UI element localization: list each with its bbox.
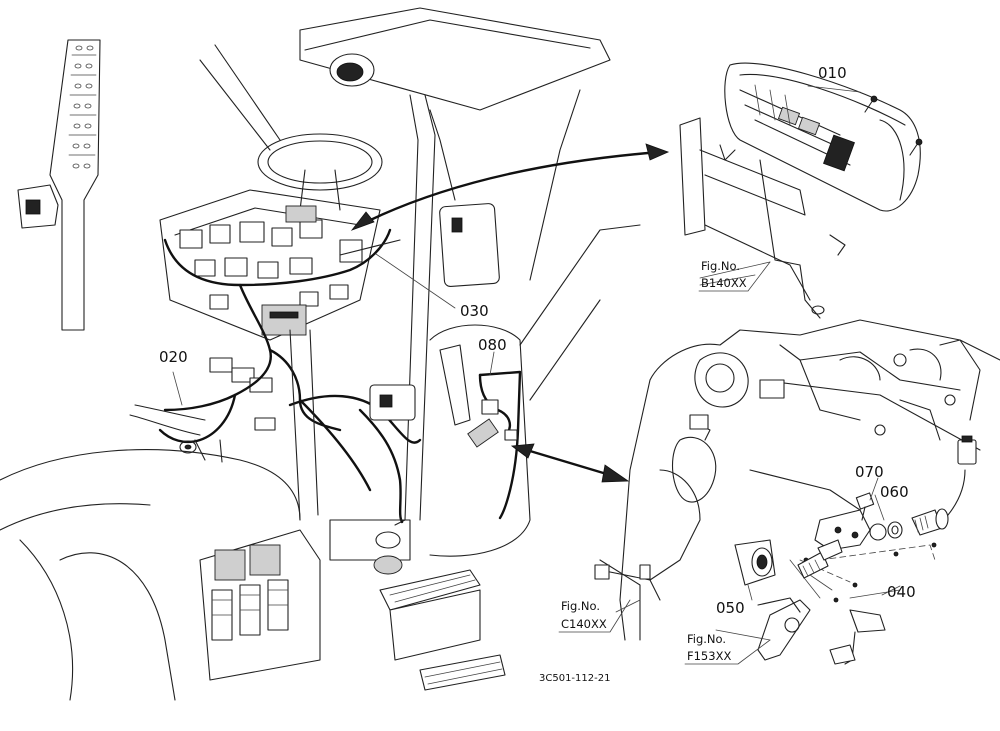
callout-arrows bbox=[350, 143, 670, 483]
shaft-050 bbox=[734, 539, 776, 586]
svg-text:C140XX: C140XX bbox=[561, 617, 607, 631]
svg-text:F153XX: F153XX bbox=[687, 649, 731, 663]
sensor-bracket bbox=[814, 509, 887, 551]
svg-text:B140XX: B140XX bbox=[701, 276, 747, 290]
part-label-080: 080 bbox=[478, 336, 507, 354]
figure-ref-f153xx: Fig.No. F153XX bbox=[684, 632, 771, 665]
cab-steps bbox=[379, 569, 506, 691]
leader-lines bbox=[172, 85, 901, 641]
wiring-harness bbox=[129, 228, 522, 524]
part-label-020: 020 bbox=[159, 348, 188, 366]
part-label-050: 050 bbox=[716, 599, 745, 617]
side-lamp bbox=[17, 184, 59, 229]
rear-lamp bbox=[369, 384, 416, 421]
instrument-panel-drawing bbox=[679, 62, 923, 319]
part-label-010: 010 bbox=[818, 64, 847, 82]
speed-sensor-040 bbox=[911, 435, 977, 536]
drawing-code: 3C501-112-21 bbox=[539, 673, 610, 684]
washer-060 bbox=[887, 521, 903, 539]
lever-assembly bbox=[757, 597, 886, 665]
exhaust-pipe bbox=[49, 39, 101, 331]
tractor-cab-drawing bbox=[0, 7, 641, 701]
hydraulic-block bbox=[199, 529, 321, 681]
part-label-030: 030 bbox=[460, 302, 489, 320]
steering-wheel bbox=[257, 133, 383, 211]
svg-text:Fig.No.: Fig.No. bbox=[561, 599, 600, 613]
side-mirror bbox=[429, 109, 500, 288]
part-labels: 010 020 030 040 050 060 070 080 bbox=[159, 64, 916, 617]
roof-work-lamp bbox=[329, 53, 375, 87]
figure-ref-b140xx: Fig.No. B140XX bbox=[698, 259, 771, 292]
transmission-sensor-drawing bbox=[594, 319, 1000, 665]
svg-text:Fig.No.: Fig.No. bbox=[701, 259, 740, 273]
part-label-040: 040 bbox=[887, 583, 916, 601]
part-label-070: 070 bbox=[855, 463, 884, 481]
figure-ref-c140xx: Fig.No. C140XX bbox=[558, 599, 631, 633]
svg-text:Fig.No.: Fig.No. bbox=[687, 632, 726, 646]
sensor-plug bbox=[467, 399, 518, 448]
relay-cluster bbox=[179, 205, 363, 431]
part-label-060: 060 bbox=[880, 483, 909, 501]
figure-references: Fig.No. B140XX Fig.No. C140XX Fig.No. F1… bbox=[558, 259, 771, 665]
bolt-070 bbox=[855, 492, 875, 521]
